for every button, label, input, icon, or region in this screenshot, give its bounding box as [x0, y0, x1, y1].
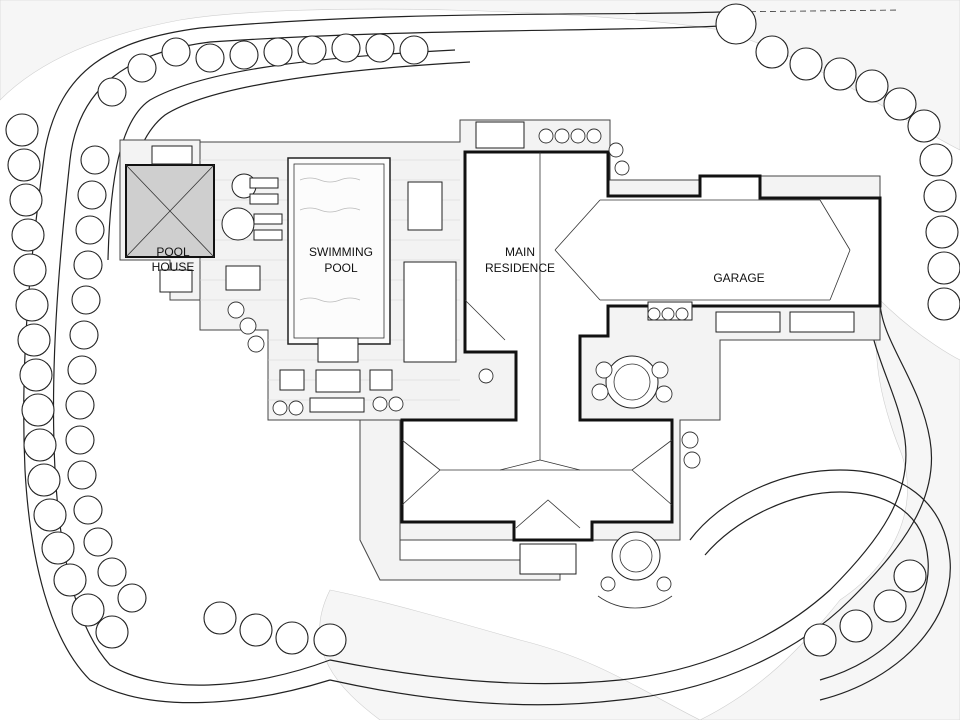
main-residence-label-line1: MAIN	[505, 245, 535, 259]
pool-house	[125, 145, 261, 293]
pool-deck-furniture	[221, 173, 457, 413]
shrubs	[227, 128, 701, 592]
perimeter-trees	[5, 3, 960, 657]
pool-house-label-line2: HOUSE	[152, 260, 195, 274]
gazebos	[597, 355, 673, 609]
swimming-pool-label-line2: POOL	[324, 261, 358, 275]
main-residence-label-line2: RESIDENCE	[485, 261, 555, 275]
pool-house-label-line1: POOL	[156, 245, 190, 259]
main-residence	[400, 121, 882, 575]
swimming-pool	[287, 157, 391, 363]
building-labels: POOL HOUSE SWIMMING POOL MAIN RESIDENCE …	[152, 245, 765, 285]
swimming-pool-label-line1: SWIMMING	[309, 245, 373, 259]
garage-label: GARAGE	[713, 271, 764, 285]
